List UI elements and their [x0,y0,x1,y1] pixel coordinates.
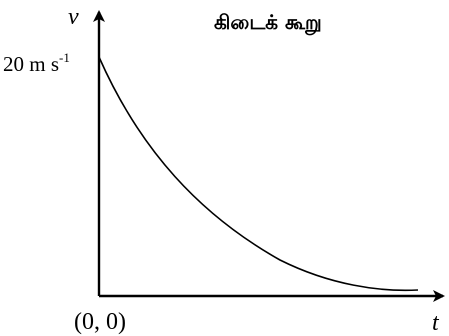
initial-value-text: 20 m s [3,52,59,76]
x-axis-symbol: t [432,310,440,336]
origin-label: (0, 0) [74,309,126,335]
velocity-curve [98,56,419,292]
initial-value-label: 20 m s-1 [3,50,70,76]
initial-value-superscript: -1 [59,50,70,65]
y-axis-symbol: v [68,4,79,30]
component-annotation: கிடைக் கூறு [214,10,322,36]
